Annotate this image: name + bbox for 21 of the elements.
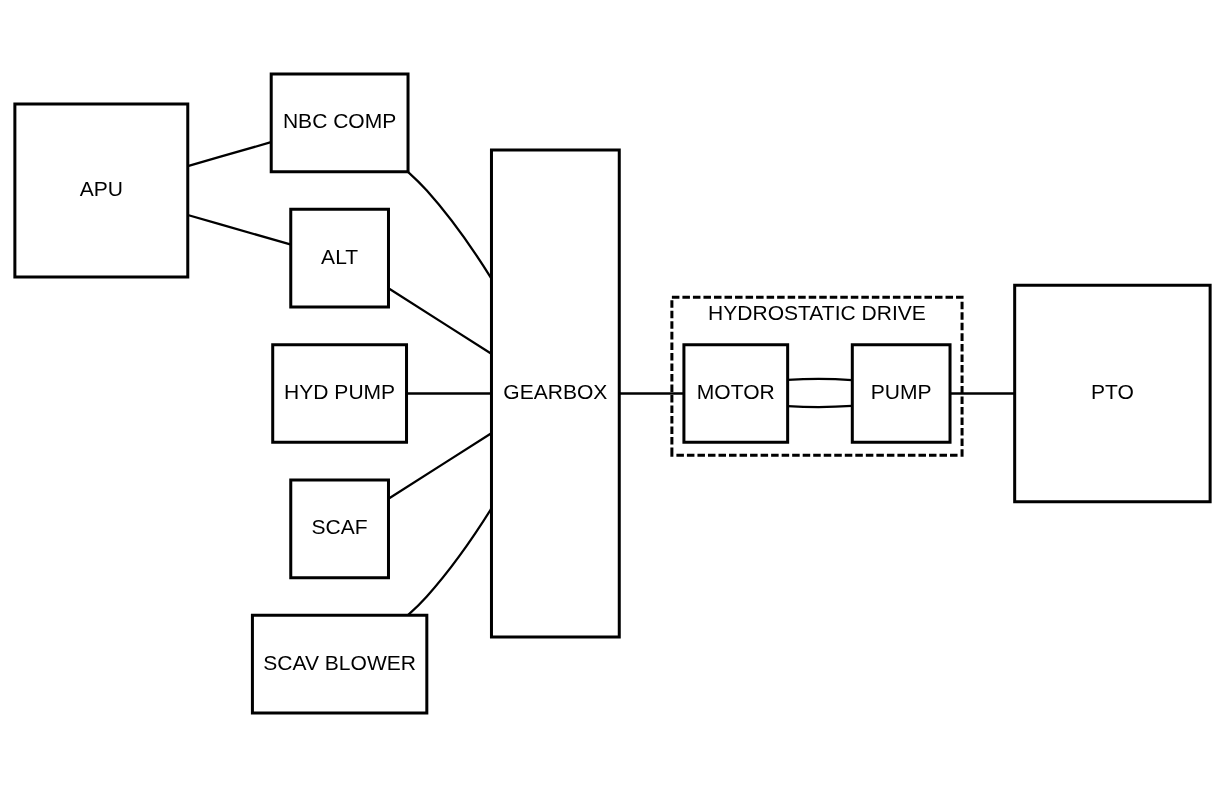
node-box: APU bbox=[13, 102, 190, 279]
node-box: HYD PUMP bbox=[271, 343, 409, 444]
node-box: SCAF bbox=[289, 478, 390, 580]
connector bbox=[406, 392, 492, 395]
node-box: GEARBOX bbox=[489, 148, 621, 639]
node-box: SCAV BLOWER bbox=[250, 613, 429, 715]
connector bbox=[619, 392, 684, 395]
node-box: PTO bbox=[1013, 283, 1212, 504]
connector bbox=[787, 377, 853, 382]
node-box: ALT bbox=[289, 207, 390, 309]
connector bbox=[388, 287, 492, 355]
node-box: MOTOR bbox=[682, 343, 790, 444]
node-box: PUMP bbox=[850, 343, 952, 444]
connector bbox=[388, 432, 492, 500]
connector bbox=[187, 213, 291, 246]
node-box: NBC COMP bbox=[269, 72, 410, 174]
connector bbox=[950, 392, 1015, 395]
connector bbox=[787, 404, 853, 409]
connector bbox=[407, 507, 493, 616]
connector bbox=[187, 141, 272, 168]
connector bbox=[407, 171, 493, 280]
